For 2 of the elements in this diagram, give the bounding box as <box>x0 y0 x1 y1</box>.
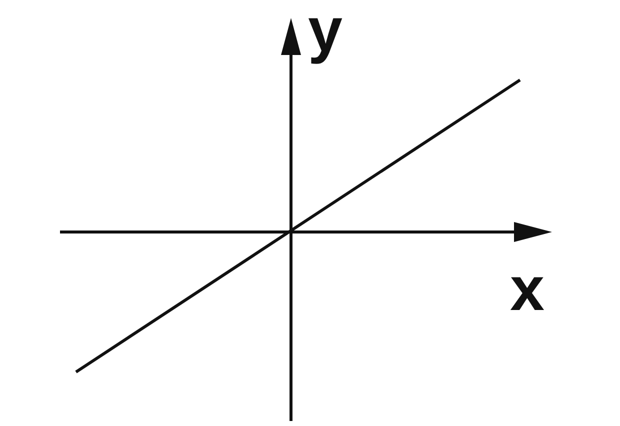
axis-label: y <box>308 0 342 62</box>
axis-label: x <box>510 259 544 321</box>
